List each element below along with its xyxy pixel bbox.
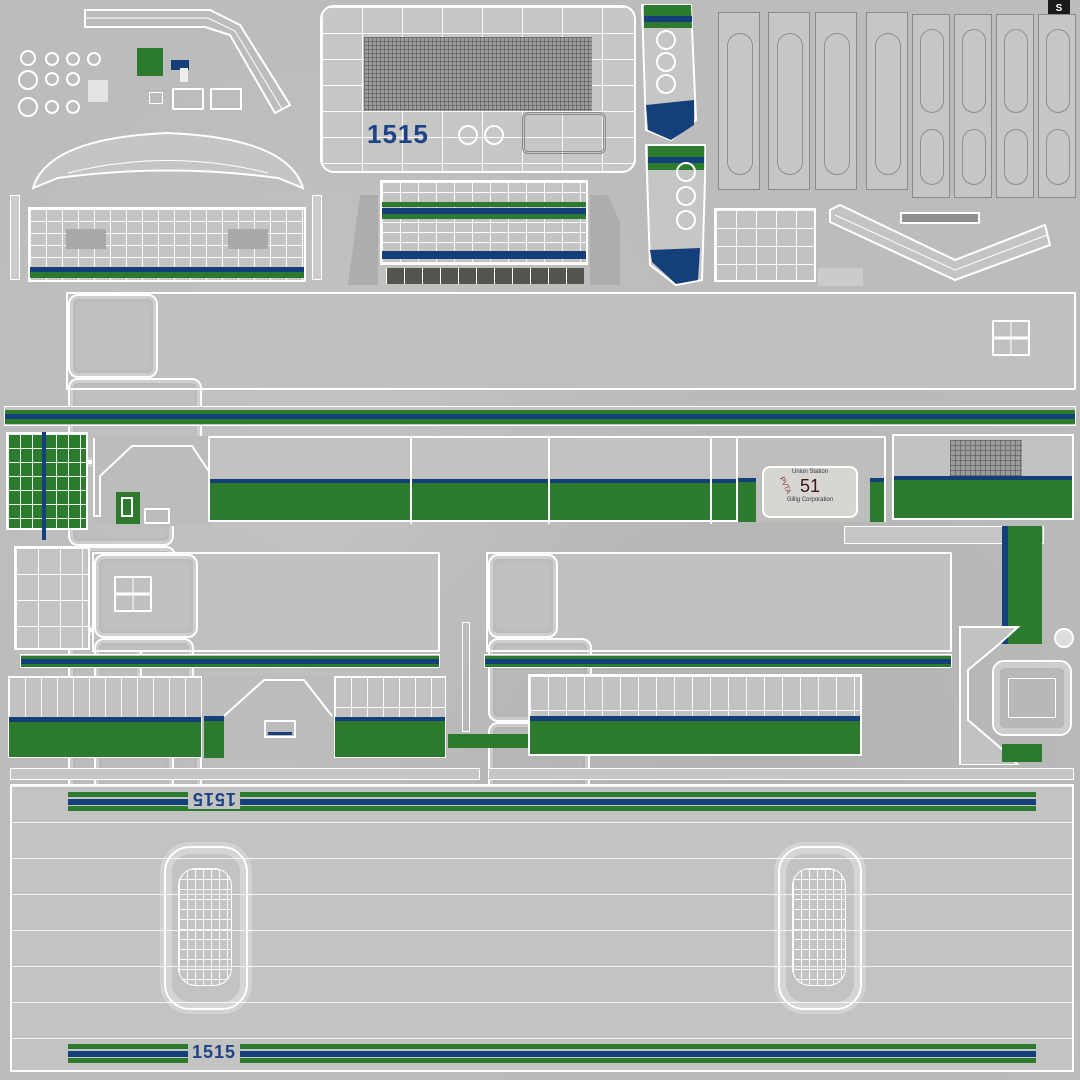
sign-route-number: 51 (799, 476, 821, 496)
left-side-skirt (208, 436, 748, 524)
side-rail-part (84, 9, 292, 115)
corner-badge: S (1048, 0, 1070, 16)
step-panel (714, 208, 816, 282)
side-window-panel-top (66, 292, 1076, 966)
bumper-bar (900, 212, 980, 224)
roof-fleet-number-top: 1515 (188, 788, 241, 809)
roof-panel: 1515 1515 (10, 784, 1074, 1072)
front-face-panel: 1515 (320, 5, 636, 173)
grille-mesh (364, 37, 592, 111)
rear-light-housing (992, 660, 1072, 736)
rear-panel (380, 180, 588, 265)
fuel-cap (1054, 628, 1074, 648)
headlight-right (484, 125, 504, 145)
rear-grille (386, 268, 584, 284)
windshield-frame (31, 131, 305, 190)
small-vent-window (992, 320, 1030, 356)
sign-top-text: Union Station (791, 469, 829, 475)
roof-fleet-number-bottom: 1515 (188, 1042, 241, 1063)
license-plate-recess (522, 112, 606, 154)
front-fleet-number: 1515 (367, 119, 429, 149)
side-window-panel-mid-right (486, 552, 952, 890)
front-bumper-panel (28, 207, 306, 282)
right-rear-corner-panel (892, 434, 1074, 520)
mirror-arm-parts (640, 4, 706, 287)
rear-bumper-bent (829, 203, 1052, 282)
sign-bottom-text: Gillig Corporation (786, 497, 834, 503)
body-stripe-strip (4, 406, 1076, 426)
lower-skirt-right (528, 674, 862, 756)
roof-vent-front (164, 846, 248, 1010)
roof-vent-rear (778, 846, 862, 1010)
lower-skirt-left (8, 676, 448, 760)
headlight-left (458, 125, 478, 145)
destination-sign: Union Station PVTA 51 Gillig Corporation (762, 466, 858, 518)
left-front-corner (6, 432, 88, 530)
left-rear-small-panel (14, 546, 90, 650)
side-window-panel-mid-left (92, 552, 440, 806)
